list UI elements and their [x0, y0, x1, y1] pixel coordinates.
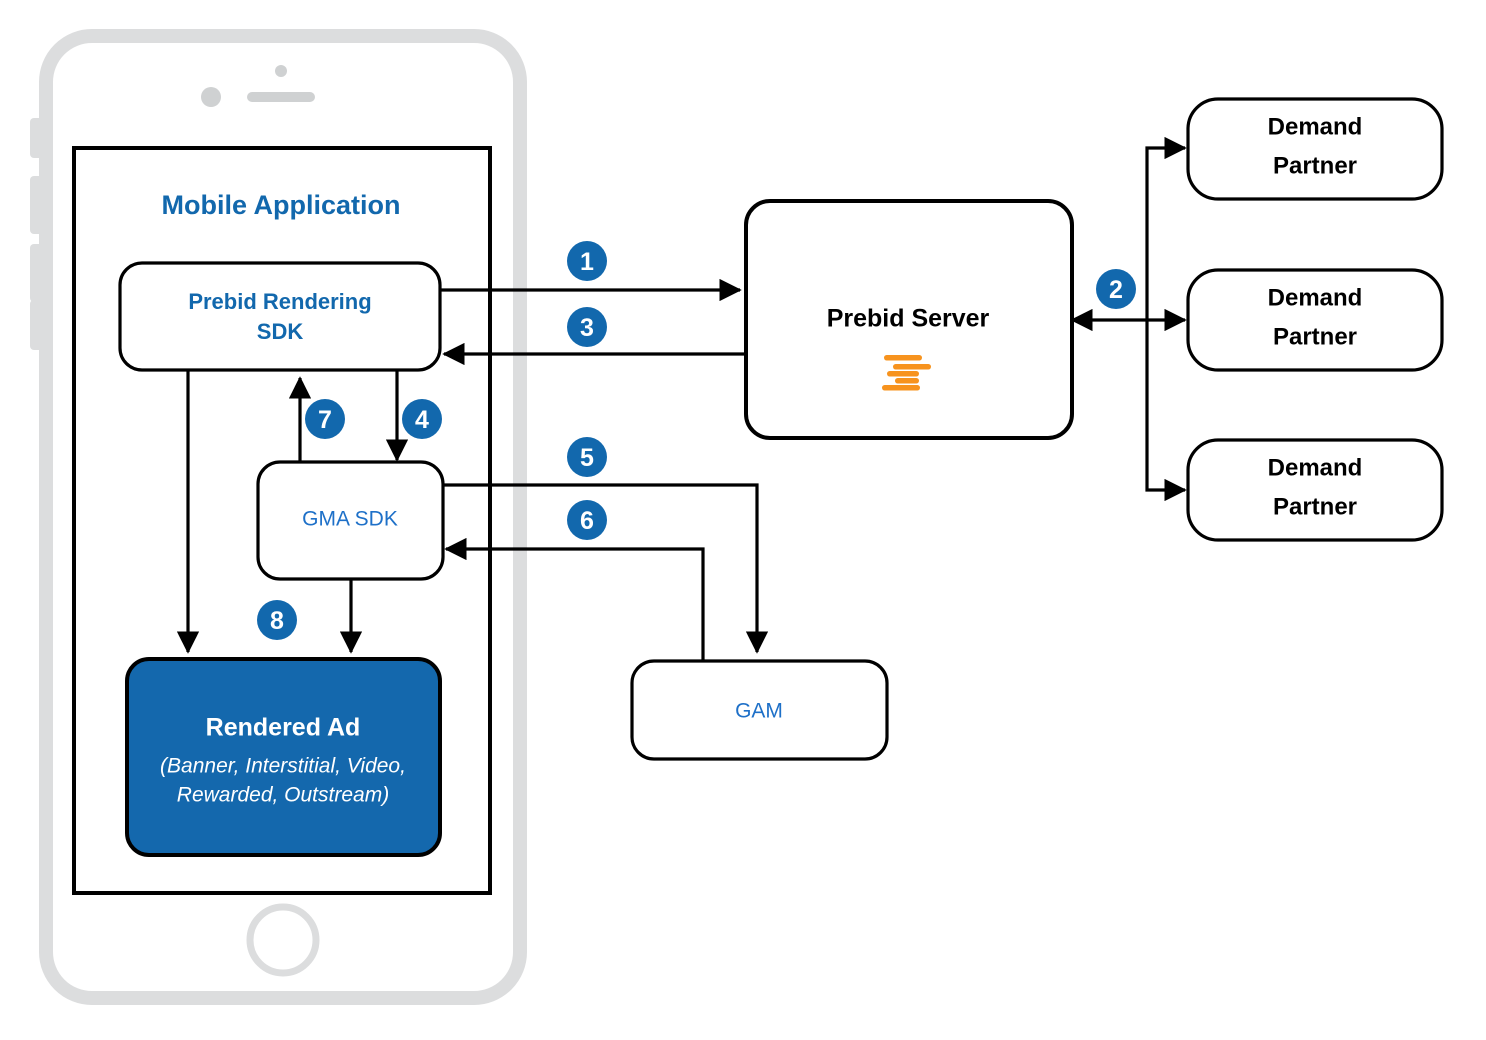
- step-badge-6-number: 6: [580, 507, 594, 535]
- node-rendered-ad[interactable]: Rendered Ad (Banner, Interstitial, Video…: [125, 657, 442, 857]
- node-gam[interactable]: GAM: [630, 659, 889, 761]
- front-camera: [201, 87, 221, 107]
- connector-step-6: [444, 537, 705, 675]
- node-prebid-server[interactable]: Prebid Server: [744, 199, 1074, 440]
- step-badge-3-number: 3: [580, 314, 594, 342]
- step-badge-4-number: 4: [415, 406, 429, 434]
- node-demand-partner-2[interactable]: Demand Partner: [1186, 268, 1444, 372]
- demand-partner-3-line2: Partner: [1273, 493, 1357, 520]
- gma-sdk-label: GMA SDK: [302, 508, 398, 531]
- step-badge-1: 1: [567, 241, 607, 281]
- rendered-ad-subtitle-line1: (Banner, Interstitial, Video,: [160, 755, 406, 778]
- node-demand-partner-1[interactable]: Demand Partner: [1186, 97, 1444, 201]
- connectors: [176, 136, 1187, 675]
- step-badge-8: 8: [257, 600, 297, 640]
- prebid-sdk-label-line1: Prebid Rendering: [188, 289, 371, 314]
- step-badge-4: 4: [402, 399, 442, 439]
- step-badge-2-number: 2: [1109, 276, 1123, 304]
- prebid-server-label: Prebid Server: [827, 305, 990, 333]
- connector-step-2-top: [1145, 136, 1187, 320]
- connector-step-5: [440, 483, 769, 654]
- step-badge-7: 7: [305, 399, 345, 439]
- node-demand-partner-3[interactable]: Demand Partner: [1186, 438, 1444, 542]
- prebid-sdk-label-line2: SDK: [257, 319, 304, 344]
- step-badge-7-number: 7: [318, 406, 332, 434]
- step-badge-3: 3: [567, 307, 607, 347]
- step-badge-8-number: 8: [270, 607, 284, 635]
- node-prebid-rendering-sdk[interactable]: Prebid Rendering SDK: [118, 261, 442, 372]
- demand-partner-2-line1: Demand: [1268, 284, 1363, 311]
- step-badge-2: 2: [1096, 269, 1136, 309]
- prebid-logo: [882, 355, 931, 391]
- demand-partner-1-line2: Partner: [1273, 152, 1357, 179]
- rendered-ad-title: Rendered Ad: [206, 714, 361, 742]
- demand-partner-1-line1: Demand: [1268, 113, 1363, 140]
- node-gma-sdk[interactable]: GMA SDK: [256, 460, 445, 581]
- step-badge-1-number: 1: [580, 248, 594, 276]
- page-title: Mobile Application: [162, 190, 401, 220]
- step-badge-6: 6: [567, 500, 607, 540]
- proximity-sensor: [275, 65, 287, 77]
- rendered-ad-subtitle-line2: Rewarded, Outstream): [177, 784, 389, 807]
- gam-label: GAM: [735, 700, 783, 723]
- speaker-grill: [247, 92, 315, 102]
- home-button[interactable]: [246, 903, 320, 977]
- demand-partner-3-line1: Demand: [1268, 454, 1363, 481]
- step-badge-5-number: 5: [580, 444, 594, 472]
- step-badge-5: 5: [567, 437, 607, 477]
- demand-partner-2-line2: Partner: [1273, 323, 1357, 350]
- connector-step-2-bottom: [1145, 320, 1187, 502]
